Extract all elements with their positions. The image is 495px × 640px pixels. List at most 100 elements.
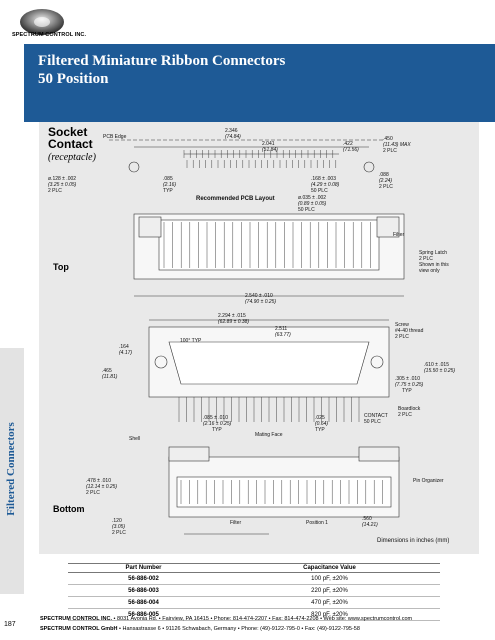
dim-560-mm: (14.21) [362, 522, 378, 528]
dim-035-mm: (0.89 ± 0.05) [298, 201, 327, 207]
dim-025-mm: (0.64) [315, 421, 329, 427]
spring-plc: 2 PLC [419, 256, 433, 262]
mating-face-label: Mating Face [255, 432, 283, 438]
typ-b: TYP [402, 388, 412, 394]
pin-organizer-label: Pin Organizer [413, 478, 444, 484]
dim-2294: 2.294 ± .015 [218, 313, 246, 319]
screw-thread: #4-40 thread [395, 328, 424, 334]
capacitance: 820 pF, ±20% [219, 608, 440, 621]
title-line2: 50 Position [38, 71, 109, 87]
angle-label: 100° TYP [180, 338, 202, 344]
dim-2041: 2.041 [262, 141, 275, 147]
filter-b-label: Filter [230, 520, 242, 526]
dim-2511: 2.511 [275, 326, 288, 332]
typ-d: TYP [315, 427, 325, 433]
heading-line1: Socket [48, 125, 88, 139]
dim-450-mm: (11.43) MAX [383, 142, 411, 148]
dim-2346: 2.346 [225, 128, 238, 134]
title-line1: Filtered Miniature Ribbon Connectors [38, 53, 286, 69]
plc-50a: 50 PLC [311, 188, 328, 194]
dim-085: .085 [163, 176, 173, 182]
plc-2a: 2 PLC [383, 148, 397, 154]
table-header-row: Part Number Capacitance Value [68, 563, 440, 573]
hole-dim-mm: (3.25 ± 0.05) [48, 182, 77, 188]
dim-2346-mm: (74.84) [225, 134, 241, 140]
dim-450: .450 [383, 136, 393, 142]
screw-plc: 2 PLC [395, 334, 409, 340]
dim-2294-mm: (62.89 ± 0.38) [218, 319, 250, 325]
screw-label: Screw [395, 322, 409, 328]
dim-085b: .085 ± .010 [203, 415, 228, 421]
connector-drawings [109, 139, 405, 535]
dim-2540: 2.540 ± .010 [245, 293, 273, 299]
dim-465-mm: (11.81) [102, 374, 118, 380]
dim-120-mm: (3.05) [112, 524, 126, 530]
header-part-number: Part Number [68, 563, 219, 573]
heading-line2: Contact [48, 137, 93, 151]
typ-c: TYP [212, 427, 222, 433]
header-capacitance: Capacitance Value [219, 563, 440, 573]
part-number: 56-886-003 [68, 584, 219, 597]
table-row: 56-886-005 820 pF, ±20% [68, 608, 440, 621]
dim-085-mm: (2.16) [163, 182, 177, 188]
dim-610: .610 ± .015 [424, 362, 449, 368]
logo-text: SPECTRUM CONTROL INC. [12, 32, 87, 38]
capacitance: 470 pF, ±20% [219, 596, 440, 609]
part-number: 56-886-004 [68, 596, 219, 609]
typ-a: TYP [163, 188, 173, 194]
table-row: 56-886-002 100 pF, ±20% [68, 572, 440, 585]
part-number: 56-886-002 [68, 572, 219, 585]
footer-address-de: • Hansastrasse 6 • 91126 Schwabach, Germ… [119, 626, 360, 632]
dim-305: .305 ± .010 [395, 376, 420, 382]
dim-164-mm: (4.17) [119, 350, 133, 356]
plc-2d: 2 PLC [86, 490, 100, 496]
side-section-label: Filtered Connectors [5, 422, 17, 516]
dim-164: .164 [119, 344, 129, 350]
contact-plc: 50 PLC [364, 419, 381, 425]
dim-2511-mm: (63.77) [275, 332, 291, 338]
capacitance: 100 pF, ±20% [219, 572, 440, 585]
dim-168: .168 ± .003 [311, 176, 336, 182]
dim-2540-mm: (74.90 ± 0.25) [245, 299, 277, 305]
dim-025: .025 [315, 415, 325, 421]
footer-address-us: • 8031 Avonia Rd. • Fairview, PA 16415 •… [113, 616, 413, 622]
dim-478-mm: (12.14 ± 0.25) [86, 484, 118, 490]
position1-label: Position 1 [306, 520, 328, 526]
title-banner [24, 44, 495, 122]
dim-088-mm: (2.24) [379, 178, 393, 184]
footer-line2: SPECTRUM CONTROL GmbH • Hansastrasse 6 •… [40, 626, 360, 632]
footer-company-us: SPECTRUM CONTROL INC. [40, 616, 113, 622]
pcb-edge-label: PCB Edge [103, 134, 127, 140]
plc-2c: 2 PLC [379, 184, 393, 190]
filter-label: Filter [393, 232, 405, 238]
capacitance: 220 pF, ±20% [219, 584, 440, 597]
dim-465: .465 [102, 368, 112, 374]
dim-422-mm: (71.56) [343, 147, 359, 153]
plc-2b: 2 PLC [48, 188, 62, 194]
footer-line1: SPECTRUM CONTROL INC. • 8031 Avonia Rd. … [40, 616, 412, 622]
spring-view: view only [419, 268, 440, 274]
boardlock-plc: 2 PLC [398, 412, 412, 418]
plc-2e: 2 PLC [112, 530, 126, 536]
bottom-view-label: Bottom [53, 504, 85, 514]
plc-50b: 50 PLC [298, 207, 315, 213]
top-view-label: Top [53, 262, 69, 272]
boardlock-label: Boardlock [398, 406, 421, 412]
company-logo [20, 9, 64, 35]
parts-table: Part Number Capacitance Value 56-886-002… [68, 563, 440, 621]
shell-label: Shell [129, 436, 141, 442]
dim-120: .120 [112, 518, 122, 524]
spring-latch-label: Spring Latch [419, 250, 448, 256]
dim-035: ø.035 ± .002 [298, 195, 327, 201]
contact-label: CONTACT [364, 413, 388, 419]
dim-478: .478 ± .010 [86, 478, 111, 484]
table-row: 56-886-003 220 pF, ±20% [68, 584, 440, 597]
dim-560: .560 [362, 516, 372, 522]
dim-085b-mm: (2.16 ± 0.25) [203, 421, 232, 427]
dim-2041-mm: (51.84) [262, 147, 278, 153]
dim-610-mm: (15.50 ± 0.25) [424, 368, 456, 374]
dim-088: .088 [379, 172, 389, 178]
hole-dim: ø.128 ± .002 [48, 176, 77, 182]
sidebar-tab [0, 348, 24, 594]
dim-305-mm: (7.75 ± 0.25) [395, 382, 424, 388]
